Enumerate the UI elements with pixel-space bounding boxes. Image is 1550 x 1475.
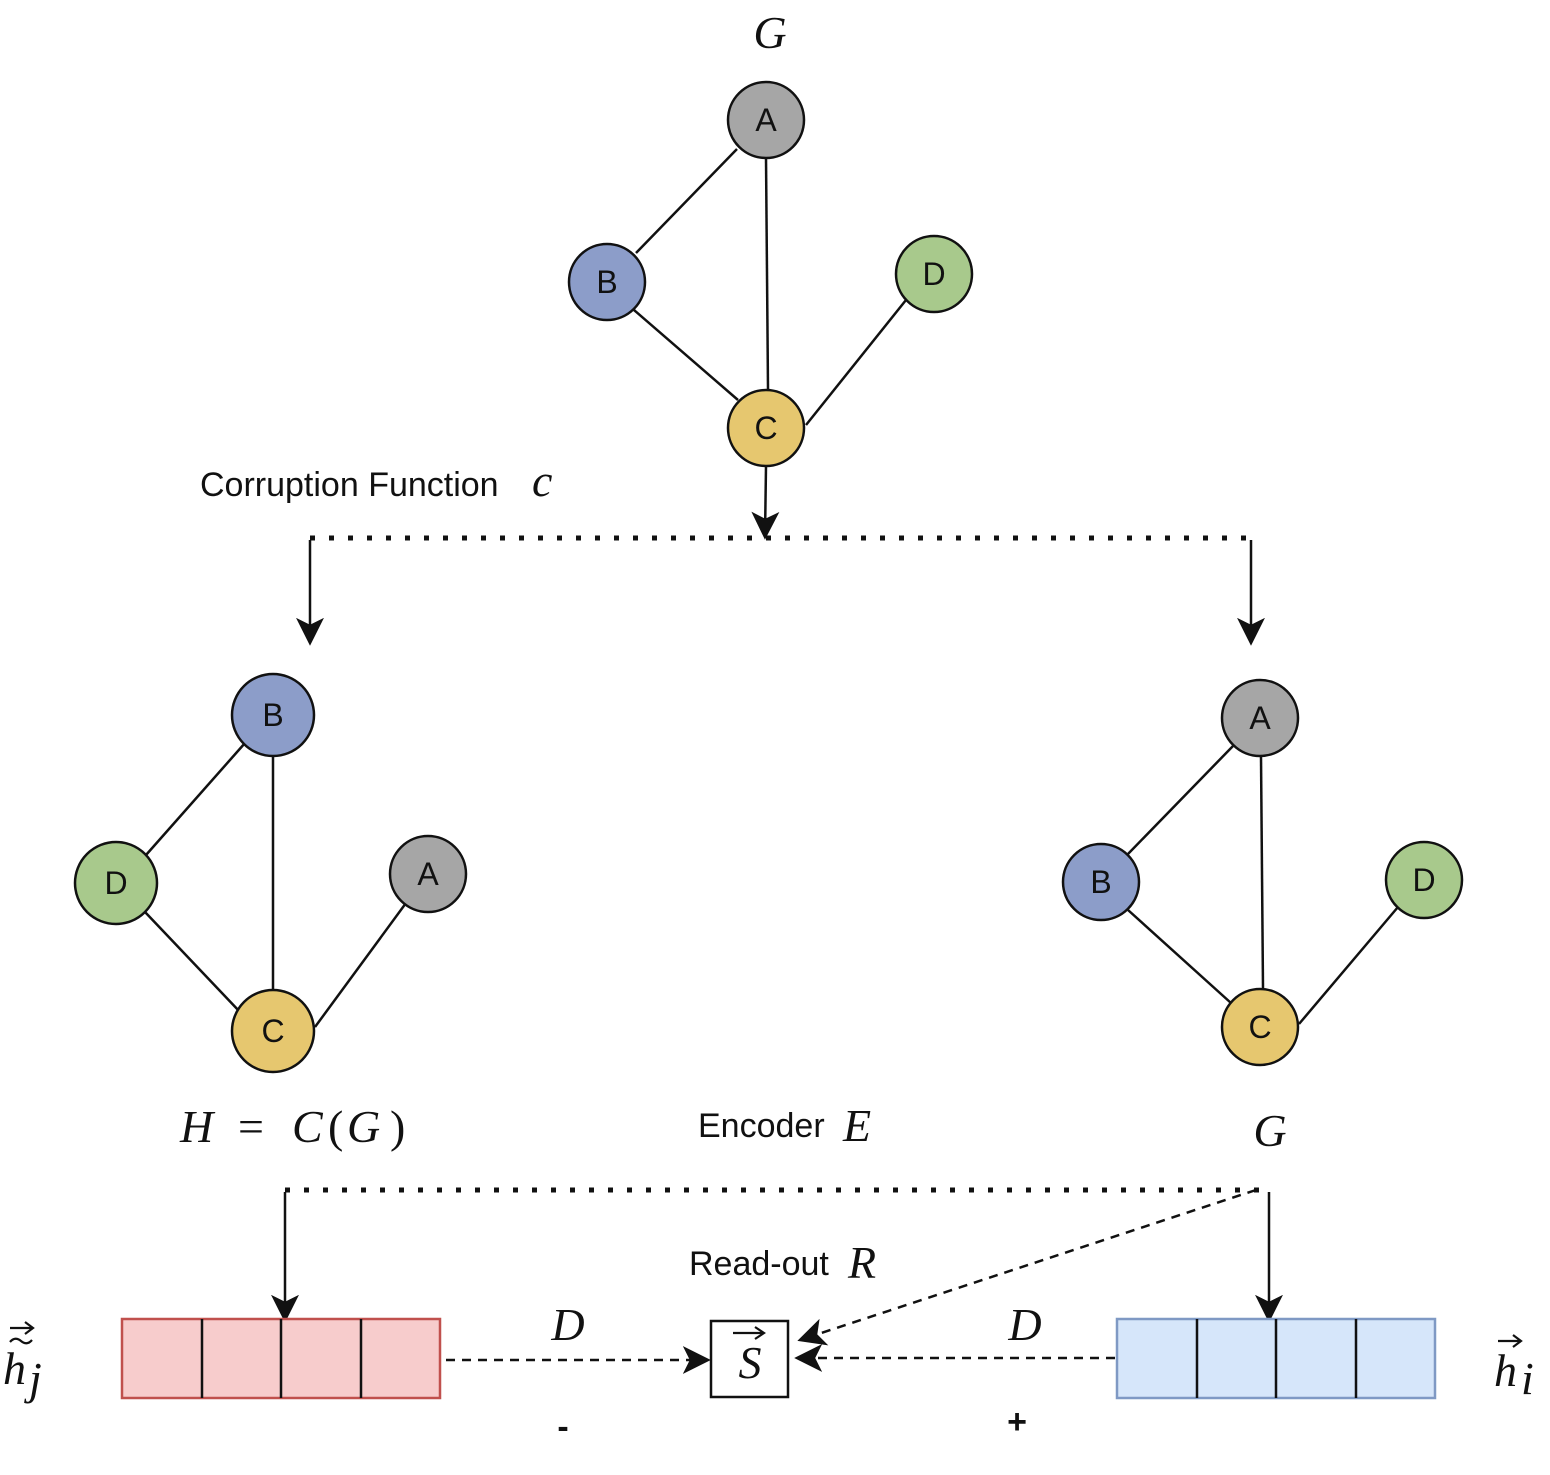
right-node-a-circle	[1220, 678, 1300, 758]
top-node-b-label: B	[596, 264, 617, 300]
right-node-d: D	[1384, 840, 1464, 920]
top-node-d-label: D	[922, 256, 945, 292]
hj-subscript: j	[24, 1353, 42, 1404]
left-edge-b-d	[145, 742, 246, 856]
top-node-c-label: C	[754, 410, 777, 446]
caption-eq: =	[238, 1101, 264, 1152]
hj-vector-arrow-icon	[10, 1321, 35, 1335]
left-edge-c-a	[313, 902, 408, 1028]
clean-graph: A B D C G	[1061, 678, 1464, 1156]
top-node-a-label: A	[755, 102, 777, 138]
encoder-label: Encoder E	[698, 1100, 871, 1151]
caption-g: G	[347, 1101, 380, 1152]
corruption-text: Corruption Function	[200, 466, 499, 504]
left-node-a-circle	[388, 834, 468, 914]
positive-vector	[1115, 1317, 1437, 1400]
right-node-b: B	[1061, 842, 1141, 922]
clean-graph-caption: G	[1253, 1105, 1286, 1156]
hi-subscript: i	[1521, 1353, 1534, 1404]
caption-h: H	[179, 1101, 216, 1152]
right-node-a-label: A	[1249, 700, 1271, 736]
left-node-c-circle	[230, 988, 316, 1074]
left-node-d-circle	[73, 840, 159, 926]
negative-vector	[120, 1317, 442, 1400]
top-node-c: C	[726, 388, 806, 468]
readout-symbol: R	[847, 1237, 876, 1288]
right-edge-a-c	[1259, 756, 1265, 989]
hj-base: h	[3, 1343, 26, 1394]
right-node-d-circle	[1384, 840, 1464, 920]
readout-arrow	[797, 1188, 1257, 1346]
top-edge-a-b	[635, 148, 738, 254]
negative-sign: -	[557, 1408, 568, 1446]
corruption-label: Corruption Function c	[200, 455, 552, 506]
top-edge-c-d	[805, 299, 907, 426]
top-edge-b-c	[633, 309, 739, 401]
right-node-d-label: D	[1412, 862, 1435, 898]
readout-text: Read-out	[689, 1245, 829, 1283]
summary-node: S	[709, 1319, 790, 1399]
caption-c: C	[292, 1101, 324, 1152]
left-node-c-label: C	[261, 1013, 284, 1049]
left-node-a: A	[388, 834, 468, 914]
hi-vector-arrow-icon	[1498, 1334, 1523, 1348]
top-edge-a-c	[764, 157, 770, 390]
summary-vector-arrow-icon	[733, 1326, 766, 1340]
hi-base: h	[1494, 1345, 1517, 1396]
left-node-b: B	[230, 672, 316, 758]
discriminator-left-label: D	[550, 1299, 584, 1350]
hj-tilde-icon	[9, 1337, 33, 1345]
right-edge-b-c	[1127, 909, 1232, 1004]
encoder-symbol: E	[842, 1100, 871, 1151]
left-node-a-label: A	[417, 856, 439, 892]
right-node-b-label: B	[1090, 864, 1111, 900]
split-arrow-top	[751, 465, 780, 540]
summary-symbol: S	[739, 1337, 762, 1388]
left-edge-d-c	[144, 911, 241, 1013]
left-node-d-label: D	[104, 865, 127, 901]
discriminator-right-label: D	[1007, 1299, 1041, 1350]
right-edge-c-d	[1298, 906, 1399, 1025]
left-node-b-circle	[230, 672, 316, 758]
positive-sign: +	[1007, 1403, 1027, 1441]
left-node-b-label: B	[262, 697, 283, 733]
right-node-c: C	[1220, 987, 1300, 1067]
positive-vector-label: h i	[1494, 1334, 1534, 1404]
encoder-text: Encoder	[698, 1107, 825, 1145]
top-node-d-circle	[894, 234, 974, 314]
negative-vector-label: h j	[3, 1321, 42, 1404]
top-graph: G A B D C	[567, 7, 974, 468]
top-graph-title: G	[753, 7, 786, 58]
top-node-a: A	[726, 80, 806, 160]
corruption-symbol: c	[532, 455, 552, 506]
caption-open-paren: (	[328, 1101, 343, 1152]
top-node-b-circle	[567, 242, 647, 322]
top-node-b: B	[567, 242, 647, 322]
corrupted-graph: B D A C H = C ( G )	[73, 672, 468, 1152]
right-edge-a-b	[1126, 745, 1234, 856]
right-node-b-circle	[1061, 842, 1141, 922]
top-node-a-circle	[726, 80, 806, 160]
readout-label: Read-out R	[689, 1237, 876, 1288]
top-node-d: D	[894, 234, 974, 314]
left-node-d: D	[73, 840, 159, 926]
caption-close-paren: )	[390, 1101, 405, 1152]
right-node-c-label: C	[1248, 1009, 1271, 1045]
right-node-a: A	[1220, 678, 1300, 758]
corrupted-graph-caption: H = C ( G )	[179, 1101, 405, 1152]
right-node-c-circle	[1220, 987, 1300, 1067]
left-node-c: C	[230, 988, 316, 1074]
